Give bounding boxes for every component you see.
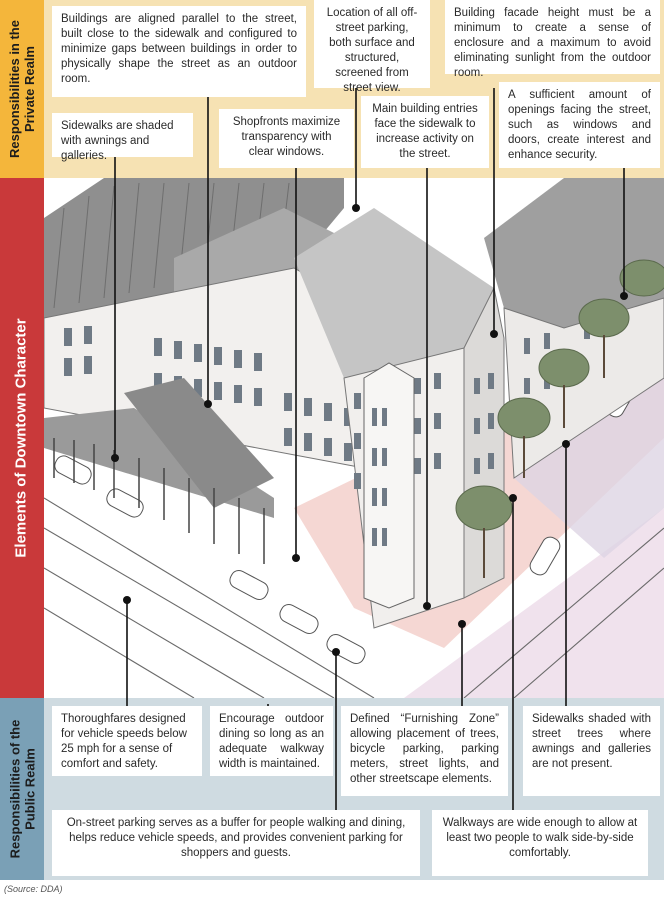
callout-facade-height: Building facade height must be a minimum…: [445, 0, 660, 79]
callout-offstreet-parking: Location of all off-street parking, both…: [314, 0, 430, 94]
callout-furnishing-zone: Defined “Furnishing Zone” allowing place…: [341, 706, 508, 796]
callout-onstreet-parking: On-street parking serves as a buffer for…: [52, 810, 420, 876]
callout-buildings-parallel: Buildings are aligned parallel to the st…: [52, 6, 306, 97]
callout-walkways: Walkways are wide enough to allow at lea…: [432, 810, 648, 876]
callout-street-trees: Sidewalks shaded with street trees where…: [523, 706, 660, 796]
callout-outdoor-dining: Encourage outdoor dining so long as an a…: [210, 706, 333, 776]
callout-shopfronts: Shopfronts maximize transparency with cl…: [219, 109, 354, 168]
callout-main-entries: Main building entries face the sidewalk …: [361, 96, 489, 168]
downtown-character-tab: Elements of Downtown Character: [0, 178, 44, 698]
callout-thoroughfares: Thoroughfares designed for vehicle speed…: [52, 706, 202, 776]
source-note: (Source: DDA): [4, 884, 63, 894]
callout-openings: A sufficient amount of openings facing t…: [499, 82, 660, 168]
streetscape-illustration: [44, 178, 664, 698]
callout-sidewalks-awnings: Sidewalks are shaded with awnings and ga…: [52, 113, 193, 162]
